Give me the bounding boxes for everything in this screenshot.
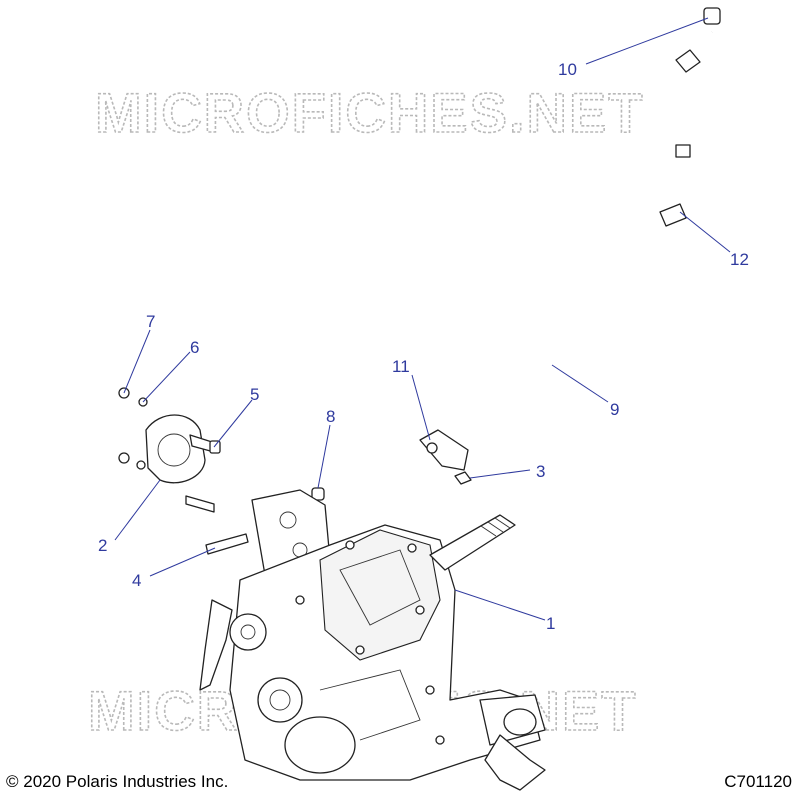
callout-9[interactable]: 9 (610, 400, 619, 419)
gearcase-assembly (199, 489, 546, 791)
callout-3[interactable]: 3 (536, 462, 545, 481)
lower-output-shaft (484, 734, 546, 791)
drawing-id: C701120 (724, 772, 792, 791)
copyright-text: © 2020 Polaris Industries Inc. (6, 772, 229, 791)
callout-6[interactable]: 6 (190, 338, 199, 357)
washer-lower (136, 460, 146, 470)
end-cover (284, 716, 356, 774)
bracket-hole (426, 442, 438, 454)
cable-clamp (659, 203, 687, 227)
cable-bracket (419, 429, 469, 471)
leader-lines (114, 17, 731, 621)
callout-11[interactable]: 11 (392, 357, 410, 376)
cable-end-fitting (703, 7, 721, 25)
callout-5[interactable]: 5 (250, 385, 259, 404)
lower-output-seal (503, 708, 537, 736)
nut-lower (118, 452, 130, 464)
shift-lever (199, 599, 233, 691)
clip (454, 471, 472, 485)
cable-grommet (675, 144, 691, 158)
bolt-mid (185, 495, 215, 513)
shift-cable (419, 7, 721, 471)
drive-cog (257, 677, 303, 723)
upper-housing (319, 529, 441, 661)
watermark-top: MICROFICHES.NET (95, 81, 645, 144)
sensor-bolt-head (209, 440, 221, 454)
callout-7[interactable]: 7 (146, 312, 155, 331)
callout-4[interactable]: 4 (132, 571, 141, 590)
mounting-bolt (205, 533, 249, 555)
callouts: 1 2 3 4 5 6 7 8 9 10 11 12 (98, 60, 749, 633)
callout-1[interactable]: 1 (546, 614, 555, 633)
callout-8[interactable]: 8 (326, 407, 335, 426)
speed-sensor-group (118, 387, 221, 484)
callout-2[interactable]: 2 (98, 536, 107, 555)
speed-sensor (145, 414, 206, 484)
callout-12[interactable]: 12 (730, 250, 749, 269)
callout-10[interactable]: 10 (558, 60, 577, 79)
shift-lever-hub (229, 613, 267, 651)
output-shaft (429, 514, 516, 571)
cable-end-sleeve (675, 49, 701, 73)
